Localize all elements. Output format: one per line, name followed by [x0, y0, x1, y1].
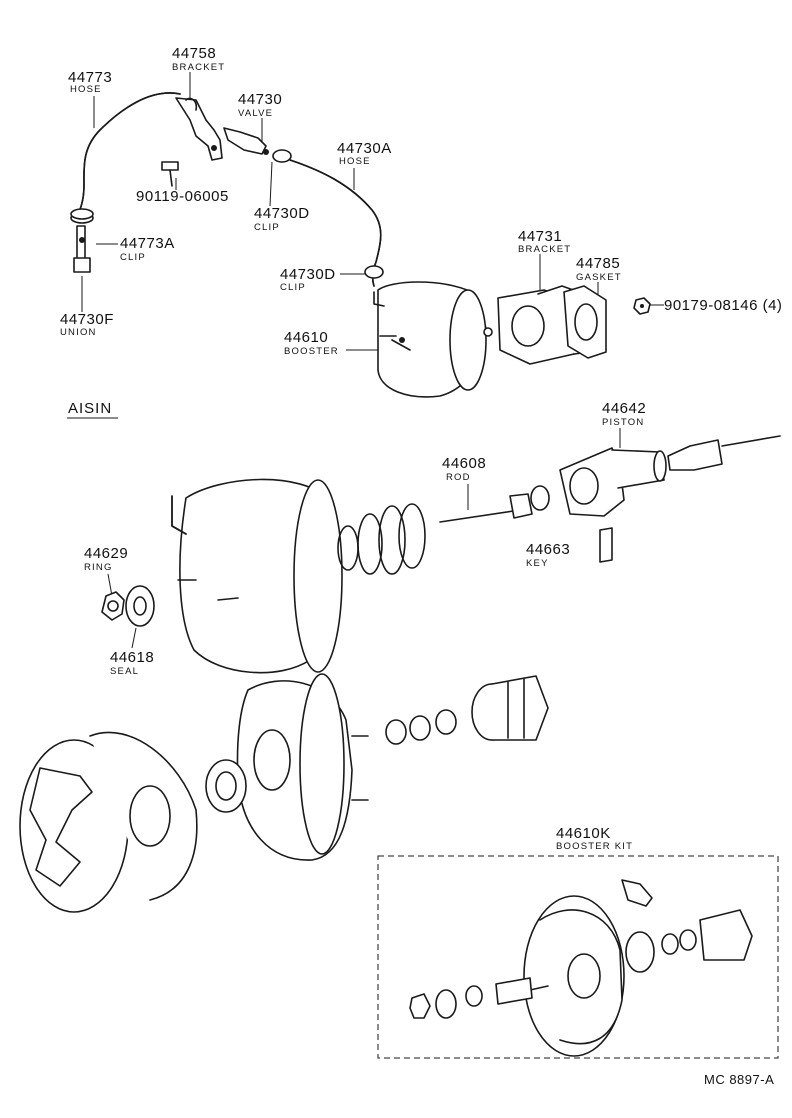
svg-text:44731: 44731: [518, 228, 562, 245]
boot-shape: [471, 675, 549, 741]
svg-text:HOSE: HOSE: [339, 156, 371, 167]
svg-text:BOOSTER: BOOSTER: [284, 346, 339, 357]
label-hose-44773: 44773 HOSE: [68, 69, 112, 95]
label-piston-44642: 44642 PISTON: [602, 400, 646, 428]
spring-shape: [337, 503, 426, 575]
svg-text:RING: RING: [84, 562, 113, 573]
svg-text:ROD: ROD: [446, 472, 471, 483]
svg-text:44730A: 44730A: [337, 140, 392, 157]
ring-44629-shape: [101, 591, 125, 621]
valve-44730-shape: [223, 127, 269, 155]
key-44663-shape: [599, 527, 613, 563]
svg-text:44773: 44773: [68, 69, 112, 86]
svg-text:UNION: UNION: [60, 327, 97, 338]
svg-text:VALVE: VALVE: [238, 108, 273, 119]
svg-text:44730D: 44730D: [254, 205, 310, 222]
svg-text:44642: 44642: [602, 400, 646, 417]
svg-text:AISIN: AISIN: [68, 400, 112, 417]
booster-kit-box: [377, 855, 779, 1059]
seal-large-shape: [205, 759, 247, 813]
svg-text:44730D: 44730D: [280, 266, 336, 283]
label-clip-44730D-mid: 44730D CLIP: [280, 266, 336, 293]
svg-text:90179-08146 (4): 90179-08146 (4): [664, 297, 782, 314]
svg-text:GASKET: GASKET: [576, 272, 622, 283]
svg-text:44730: 44730: [238, 91, 282, 108]
nut-90179-shape: [633, 297, 651, 315]
svg-text:CLIP: CLIP: [120, 252, 146, 263]
svg-text:44730F: 44730F: [60, 311, 114, 328]
svg-text:CLIP: CLIP: [280, 282, 306, 293]
svg-text:BRACKET: BRACKET: [172, 62, 225, 73]
svg-text:44758: 44758: [172, 45, 216, 62]
svg-text:BOOSTER KIT: BOOSTER KIT: [556, 841, 633, 852]
svg-text:BRACKET: BRACKET: [518, 244, 571, 255]
clip-44730D-mid-shape: [364, 265, 384, 279]
label-booster-44610: 44610 BOOSTER: [284, 329, 339, 357]
label-seal-44618: 44618 SEAL: [110, 649, 154, 677]
svg-text:44608: 44608: [442, 455, 486, 472]
svg-text:PISTON: PISTON: [602, 417, 644, 428]
svg-text:44618: 44618: [110, 649, 154, 666]
svg-text:44610K: 44610K: [556, 825, 611, 842]
svg-text:44610: 44610: [284, 329, 328, 346]
label-valve-44730: 44730 VALVE: [238, 91, 282, 119]
washers-shape: [385, 709, 457, 745]
svg-text:KEY: KEY: [526, 558, 549, 569]
front-shell-shape: [171, 478, 343, 674]
gasket-44785-shape: [563, 285, 607, 359]
label-clip-44730D-top: 44730D CLIP: [254, 205, 310, 233]
svg-text:90119-06005: 90119-06005: [136, 188, 229, 205]
label-key-44663: 44663 KEY: [526, 541, 570, 569]
clip-44773A-shape: [70, 208, 94, 224]
svg-text:44785: 44785: [576, 255, 620, 272]
label-kit-44610K: 44610K BOOSTER KIT: [556, 825, 633, 852]
label-clip-44773A: 44773A CLIP: [120, 235, 175, 263]
piston-44642-shape: [559, 435, 781, 517]
svg-text:SEAL: SEAL: [110, 666, 139, 677]
seal-44618-shape: [125, 585, 155, 627]
label-bracket-44758: 44758 BRACKET: [172, 45, 225, 73]
hose-44773: [77, 92, 181, 215]
leader-lines: [81, 72, 664, 649]
svg-text:44773A: 44773A: [120, 235, 175, 252]
label-brand-aisin: AISIN: [67, 400, 118, 419]
label-gasket-44785: 44785 GASKET: [576, 255, 622, 283]
label-diagram-code: MC 8897-A: [704, 1072, 774, 1087]
svg-text:MC 8897-A: MC 8897-A: [704, 1072, 774, 1087]
clip-44730D-top-shape: [272, 149, 292, 163]
rear-shell-shape: [236, 673, 369, 861]
rod-44608-shape: [439, 485, 550, 523]
label-bolt-90119: 90119-06005: [136, 188, 229, 205]
svg-text:HOSE: HOSE: [70, 84, 102, 95]
diaphragm-plate-shape: [19, 731, 198, 913]
svg-text:CLIP: CLIP: [254, 222, 280, 233]
union-44730F-shape: [73, 225, 91, 273]
svg-text:44663: 44663: [526, 541, 570, 558]
bracket-44758-shape: [175, 97, 223, 161]
label-hose-44730A: 44730A HOSE: [337, 140, 392, 167]
bolt-90119-shape: [161, 161, 179, 187]
svg-text:44629: 44629: [84, 545, 128, 562]
label-union-44730F: 44730F UNION: [60, 311, 114, 338]
label-rod-44608: 44608 ROD: [442, 455, 486, 483]
booster-44610-shape: [373, 281, 493, 398]
label-bracket-44731: 44731 BRACKET: [518, 228, 571, 255]
label-ring-44629: 44629 RING: [84, 545, 128, 573]
label-nut-90179: 90179-08146 (4): [664, 297, 782, 314]
